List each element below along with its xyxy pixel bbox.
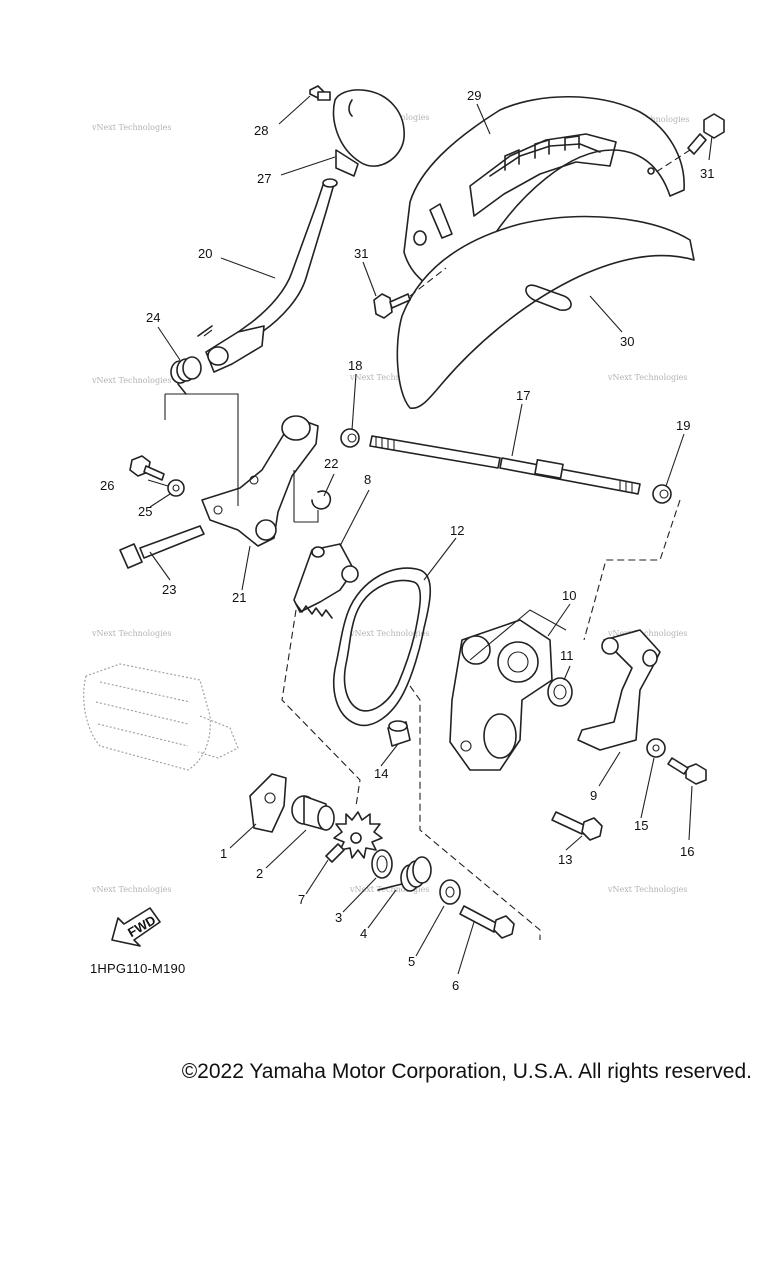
washer-5 (439, 879, 461, 905)
spring-4 (377, 856, 432, 892)
assembly-lines (164, 393, 681, 940)
bolt-23 (119, 525, 205, 569)
shift-knob-assembly (309, 85, 405, 177)
washer-15 (646, 738, 666, 758)
watermark: vNext Technologies (607, 885, 687, 894)
bolt-26 (129, 455, 165, 481)
shift-rod-17 (369, 435, 641, 495)
diagram-code: 1HPG110-M190 (90, 961, 186, 976)
callout-2: 2 (256, 866, 263, 881)
callout-8: 8 (364, 472, 371, 487)
callout-31-left: 31 (354, 246, 368, 261)
shift-arm-21 (201, 415, 319, 547)
shift-lever (197, 178, 338, 373)
callout-24: 24 (146, 310, 160, 325)
nut-18 (340, 428, 360, 448)
watermark: vNext Technologies (91, 123, 171, 132)
shift-shaft-8 (293, 543, 359, 619)
callout-28: 28 (254, 123, 268, 138)
copyright-notice: ©2022 Yamaha Motor Corporation, U.S.A. A… (181, 1060, 752, 1083)
callout-15: 15 (634, 818, 648, 833)
callout-20: 20 (198, 246, 212, 261)
callout-1: 1 (220, 846, 227, 861)
torsion-spring (170, 356, 202, 395)
callout-10: 10 (562, 588, 576, 603)
callout-3: 3 (335, 910, 342, 925)
callout-13: 13 (558, 852, 572, 867)
callout-19: 19 (676, 418, 690, 433)
callout-17: 17 (516, 388, 530, 403)
watermark: vNext Technologies (91, 376, 171, 385)
callout-7: 7 (298, 892, 305, 907)
callout-25: 25 (138, 504, 152, 519)
bolt-31-right (655, 113, 725, 173)
bolt-31-left (373, 267, 447, 319)
callout-14: 14 (374, 766, 388, 781)
callout-30: 30 (620, 334, 634, 349)
nut-19 (652, 484, 672, 504)
callout-22: 22 (324, 456, 338, 471)
bolt-13 (551, 811, 603, 841)
oil-seal-11 (547, 677, 573, 707)
watermark: vNext Technologies (91, 885, 171, 894)
shift-drum-ghost (83, 663, 239, 771)
watermark: vNext Technologies (349, 629, 429, 638)
bolt-16 (667, 757, 707, 785)
leader-lines (147, 95, 713, 975)
watermark: vNext Technologies (607, 629, 687, 638)
watermark: vNext Technologies (607, 373, 687, 382)
fwd-arrow-icon: FWD (111, 907, 161, 947)
callout-29: 29 (467, 88, 481, 103)
parts-diagram: vNext Technologies vNext Technologies vN… (83, 85, 725, 993)
callout-26: 26 (100, 478, 114, 493)
callout-31-right: 31 (700, 166, 714, 181)
watermark: vNext Technologies (91, 629, 171, 638)
callout-12: 12 (450, 523, 464, 538)
callout-numbers: 1 2 3 4 5 6 7 8 9 10 11 12 13 14 15 16 1… (100, 88, 714, 993)
circlip-22 (311, 490, 332, 510)
callout-16: 16 (680, 844, 694, 859)
link-arm-9 (577, 629, 661, 751)
callout-9: 9 (590, 788, 597, 803)
callout-27: 27 (257, 171, 271, 186)
gasket-12 (333, 567, 432, 727)
shift-cover-10 (449, 619, 553, 771)
callout-4: 4 (360, 926, 367, 941)
collar-2 (291, 795, 335, 831)
washer-3 (371, 849, 393, 879)
callout-18: 18 (348, 358, 362, 373)
watermark: vNext Technologies (349, 885, 429, 894)
washer-25 (167, 479, 185, 497)
gate-plate (396, 215, 695, 410)
bolt-6 (459, 905, 515, 939)
segment-1 (249, 773, 287, 833)
callout-23: 23 (162, 582, 176, 597)
callout-6: 6 (452, 978, 459, 993)
star-gear-7 (325, 811, 383, 863)
callout-11: 11 (560, 648, 574, 663)
callout-5: 5 (408, 954, 415, 969)
watermark: vNext Technologies (349, 373, 429, 382)
callout-21: 21 (232, 590, 246, 605)
dowel-14 (387, 720, 411, 747)
